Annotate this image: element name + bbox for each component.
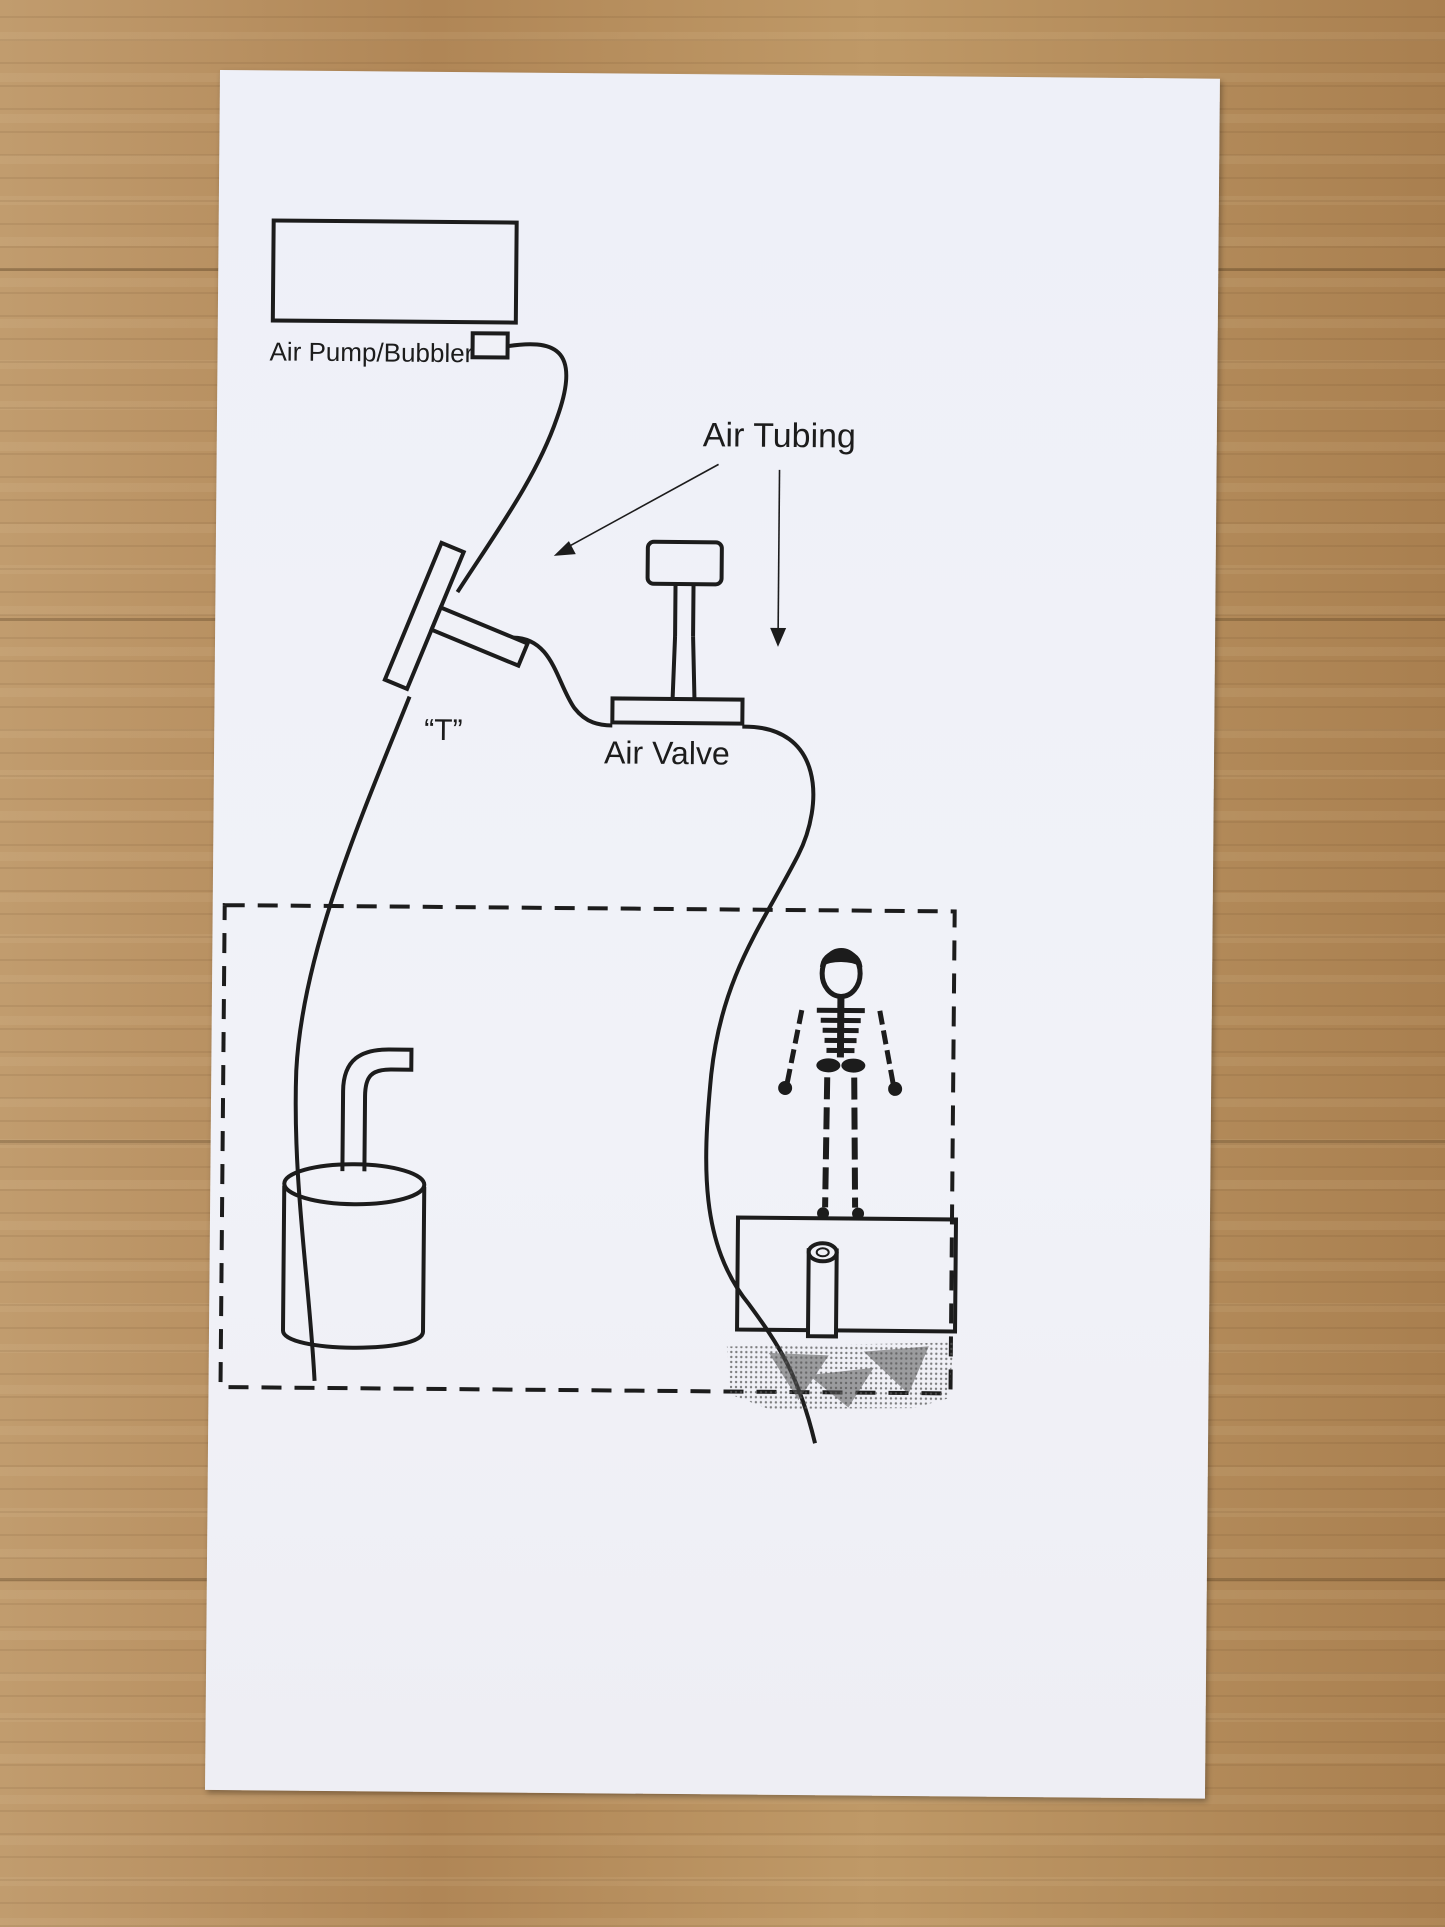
aquarium-tank-outline xyxy=(218,903,957,1396)
valve-label: Air Valve xyxy=(604,734,730,771)
tee-label: “T” xyxy=(424,714,463,747)
air-tube-pump-to-tee xyxy=(455,342,569,594)
tubing-label: Air Tubing xyxy=(703,416,856,455)
tubing-pointer-arrows xyxy=(553,463,787,647)
air-tube-tee-to-bubbler xyxy=(293,695,412,1381)
rock-base-icon xyxy=(726,1342,954,1409)
bubbler-canister-icon xyxy=(281,1047,427,1350)
tee-connector-icon xyxy=(382,540,531,692)
air-tube-valve-to-decoration xyxy=(704,724,817,1444)
decoration-base-icon xyxy=(735,1215,959,1339)
air-pump-box-icon xyxy=(270,218,519,360)
skeleton-figure-icon xyxy=(778,947,903,1220)
aquarium-setup-diagram: Air Pump/Bubbler “T” Air Tubing Air Valv… xyxy=(218,218,959,1444)
air-valve-icon xyxy=(610,539,745,726)
air-tube-tee-to-valve xyxy=(512,635,613,728)
instruction-card: Air Pump/Bubbler “T” Air Tubing Air Valv… xyxy=(204,70,1220,1799)
pump-label: Air Pump/Bubbler xyxy=(269,336,473,368)
